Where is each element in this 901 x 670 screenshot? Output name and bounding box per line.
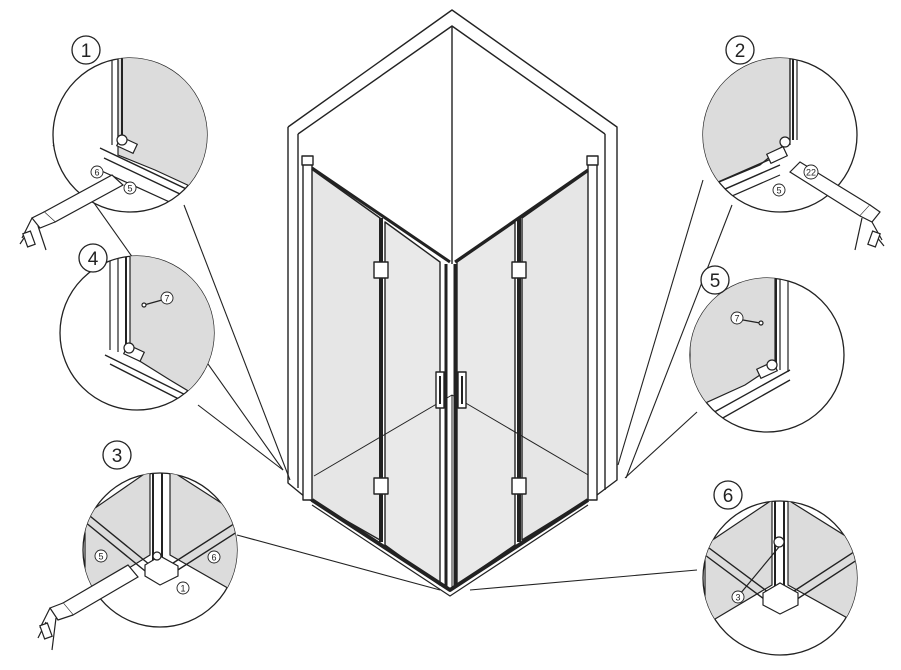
leader-lines [52,144,733,591]
detail-4: 7 4 [59,243,215,411]
svg-text:1: 1 [180,584,185,594]
right-wall-profile [587,159,598,501]
silicone-gun-1 [19,174,125,251]
left-wall-side [287,127,306,498]
part-label-1: 1 [176,581,190,595]
right-glass-fixed [521,169,591,541]
part-label-5: 5 [772,183,786,197]
hinge-left-top [373,261,389,279]
left-glass-door [384,221,441,586]
base-profile [310,498,590,592]
part-label-3: 3 [731,590,745,604]
part-label-5: 5 [123,181,137,195]
step-badge-4: 4 [78,243,108,273]
svg-text:6: 6 [723,486,734,507]
step-badge-1: 1 [71,35,101,65]
left-glass-fixed [309,167,381,541]
detail-2: 22 5 2 [702,35,885,251]
detail-3: 5 6 1 3 [37,440,238,651]
detail-1: 6 5 1 [19,35,208,251]
svg-text:5: 5 [776,186,781,196]
step-badge-5: 5 [700,265,730,295]
detail-6: 3 6 [702,480,858,656]
hinge-right-top [511,261,527,279]
step-badge-3: 3 [102,440,132,470]
part-label-6: 6 [90,165,104,179]
detail-5: 7 5 [689,265,845,433]
part-label-5: 5 [94,549,108,563]
part-label-7: 7 [160,291,174,305]
svg-text:7: 7 [164,294,169,304]
svg-text:5: 5 [710,271,721,292]
svg-text:5: 5 [98,552,103,562]
step-badge-2: 2 [725,35,755,65]
svg-text:6: 6 [94,168,99,178]
base-profile-lower [311,504,589,597]
left-top-profile [311,166,451,264]
hinge-right-bottom [511,477,527,495]
svg-text:3: 3 [735,593,740,603]
svg-text:3: 3 [112,446,123,467]
left-wall-profile [302,159,313,501]
svg-text:2: 2 [735,41,746,62]
svg-text:5: 5 [127,184,132,194]
svg-text:6: 6 [211,553,216,563]
svg-text:22: 22 [806,168,816,178]
svg-text:1: 1 [81,41,92,62]
part-label-7: 7 [730,311,744,325]
part-label-6: 6 [207,550,221,564]
silicone-gun-3 [37,564,139,651]
right-top-profile [454,168,589,264]
svg-text:7: 7 [734,314,739,324]
svg-text:4: 4 [88,249,99,270]
hinge-left-bottom [373,477,389,495]
shower-enclosure [287,9,618,597]
step-badge-6: 6 [713,480,743,510]
wall-outline [287,9,618,496]
part-label-22: 22 [803,164,819,180]
